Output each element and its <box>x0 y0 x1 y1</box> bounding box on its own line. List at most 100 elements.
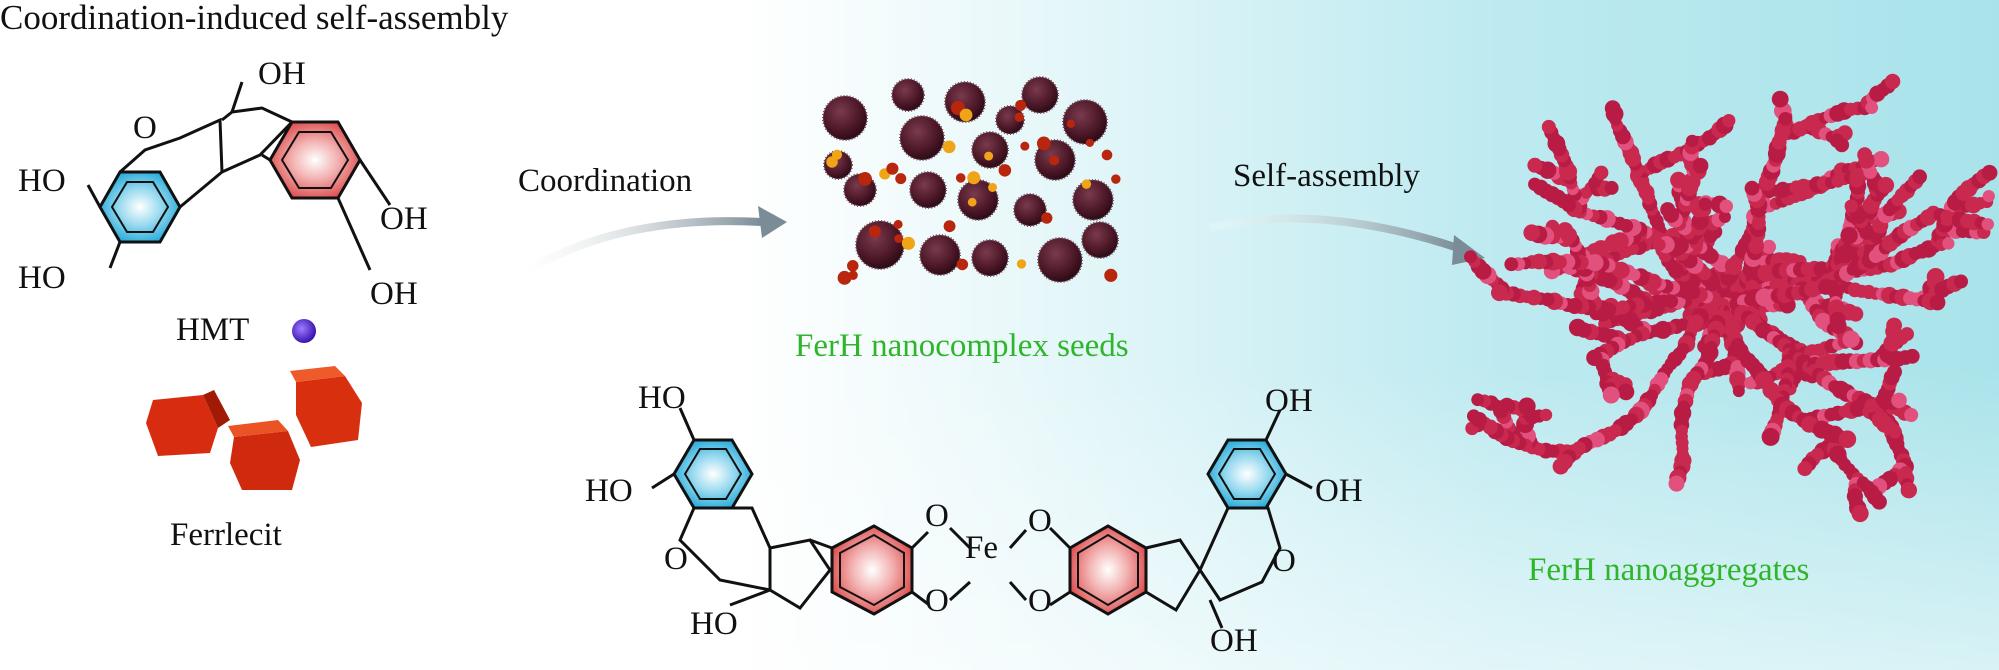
atom-o-fe-2: O <box>925 585 949 618</box>
seed-particle <box>1073 180 1113 220</box>
aggregate-particle <box>1873 151 1889 167</box>
aggregates-label: FerH nanoaggregates <box>1528 552 1809 589</box>
seed-small-particle <box>1067 120 1075 128</box>
aggregate-particle <box>1527 158 1542 173</box>
aggregate-particle <box>1982 165 1998 181</box>
atom-oh-complex-1: OH <box>1265 385 1313 418</box>
seed-small-particle <box>960 109 973 122</box>
aggregate-particle <box>1886 318 1902 334</box>
aggregate-particle <box>1905 349 1920 364</box>
atom-o-pyran: O <box>133 112 157 145</box>
atom-o-complex-1: O <box>664 543 688 576</box>
aggregate-particle <box>1835 138 1850 153</box>
seed-particle <box>972 132 1008 168</box>
seed-small-particle <box>968 198 977 207</box>
self-assembly-label: Self-assembly <box>1233 158 1420 195</box>
aggregate-particle <box>1930 295 1946 311</box>
seed-small-particle <box>858 172 872 186</box>
atom-ho-upper: HO <box>18 165 66 198</box>
aggregate-particle <box>1827 280 1839 292</box>
aggregate-particle <box>1491 284 1508 301</box>
seed-small-particle <box>826 156 838 168</box>
seed-small-particle <box>988 183 997 192</box>
aggregate-particle <box>1954 275 1968 289</box>
aggregate-particle <box>1504 257 1518 271</box>
aggregate-particle <box>1586 350 1602 366</box>
hmt-dot-icon <box>292 319 316 343</box>
atom-o-fe-3: O <box>1028 505 1052 538</box>
atom-ho-complex-2: HO <box>585 475 633 508</box>
aggregate-particle <box>1889 426 1901 438</box>
seed-particle <box>910 172 946 208</box>
aggregate-particle <box>1839 430 1857 448</box>
atom-oh-right-a: OH <box>380 203 428 236</box>
aggregate-particle <box>1660 202 1675 217</box>
atom-ho-complex-3: HO <box>690 608 738 641</box>
aggregate-particle <box>1603 387 1620 404</box>
seed-particle <box>900 116 944 160</box>
atom-oh-right-b: OH <box>370 278 418 311</box>
seed-small-particle <box>1015 113 1024 122</box>
seed-small-particle <box>999 164 1012 177</box>
seed-small-particle <box>894 234 903 243</box>
atom-o-fe-4: O <box>1028 585 1052 618</box>
ferrlecit-cubes-icon <box>146 366 362 490</box>
aggregate-particle <box>1569 319 1587 337</box>
aggregate-particle <box>1852 505 1869 522</box>
seed-small-particle <box>847 260 859 272</box>
aggregate-particle <box>1594 166 1608 180</box>
aggregate-particle <box>1772 91 1789 108</box>
aggregate-particle <box>1733 385 1745 397</box>
aggregate-particle <box>1848 306 1863 321</box>
seed-small-particle <box>848 271 857 280</box>
seed-small-particle <box>956 173 966 183</box>
aggregate-particle <box>1983 190 1995 202</box>
aggregate-particle <box>1722 114 1735 127</box>
aggregate-particle <box>1605 100 1621 116</box>
seed-small-particle <box>1041 212 1052 223</box>
aggregate-particle <box>1878 177 1895 194</box>
atom-fe: Fe <box>965 532 998 565</box>
aggregate-particle <box>1942 237 1954 249</box>
aggregate-particle <box>1865 101 1878 114</box>
atom-oh-top: OH <box>258 58 306 91</box>
aggregate-particle <box>1849 173 1863 187</box>
aggregate-particle <box>1464 250 1477 263</box>
coordination-arrow-icon <box>520 221 762 275</box>
aggregate-particle <box>1471 393 1484 406</box>
seed-particle <box>823 96 867 140</box>
seed-small-particle <box>1049 155 1059 165</box>
atom-o-fe-1: O <box>925 500 949 533</box>
aggregate-particle <box>1797 461 1812 476</box>
seed-small-particle <box>886 163 898 175</box>
seed-small-particle <box>957 259 969 271</box>
aggregate-particle <box>1693 158 1709 174</box>
seed-small-particle <box>1104 269 1117 282</box>
seed-particle <box>1014 194 1046 226</box>
aggregate-particle <box>1669 476 1685 492</box>
atom-o-complex-2: O <box>1272 545 1296 578</box>
aggregate-particle <box>1872 494 1887 509</box>
aggregate-particle <box>1885 74 1900 89</box>
seed-small-particle <box>895 173 906 184</box>
seed-small-particle <box>1015 100 1026 111</box>
seed-particle <box>892 79 924 111</box>
seed-particle <box>920 235 960 275</box>
aggregate-particle <box>1618 384 1635 401</box>
seed-small-particle <box>967 171 980 184</box>
seed-small-particle <box>902 237 915 250</box>
aggregate-particle <box>1904 408 1918 422</box>
aggregate-particle <box>1745 181 1760 196</box>
aggregate-particle <box>1540 409 1552 421</box>
seed-small-particle <box>1017 259 1026 268</box>
seed-small-particle <box>1082 179 1091 188</box>
aggregate-particle <box>1528 178 1541 191</box>
aggregate-particle <box>1553 458 1569 474</box>
seed-particle <box>1082 222 1118 258</box>
seeds-label: FerH nanocomplex seeds <box>795 328 1129 365</box>
aggregate-particle <box>1699 198 1712 211</box>
aggregate-particle <box>1982 218 1994 230</box>
atom-ho-lower: HO <box>18 262 66 295</box>
seed-small-particle <box>869 225 881 237</box>
